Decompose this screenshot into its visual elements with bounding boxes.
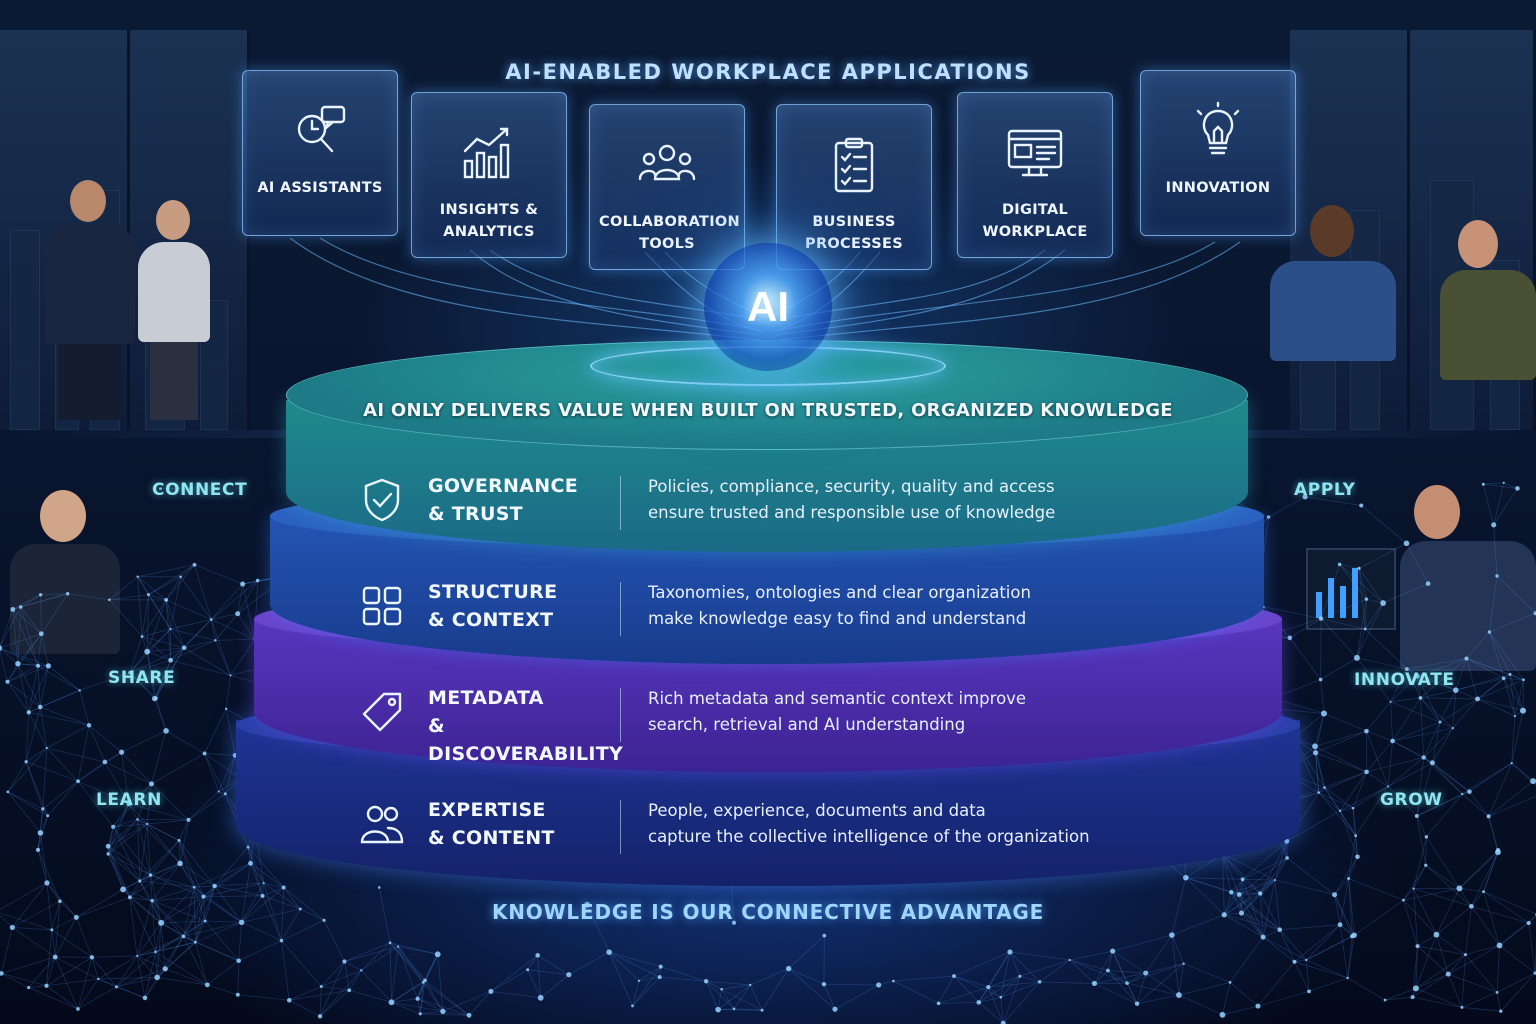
- person-man-gesturing: [1270, 205, 1400, 365]
- side-word-learn: LEARN: [96, 790, 162, 810]
- layer-description: Policies, compliance, security, quality …: [648, 477, 1056, 522]
- person-woman-laptop: [0, 490, 150, 660]
- grid-squares-icon: [362, 586, 402, 626]
- lightbulb-icon: [1196, 101, 1240, 155]
- people-group-icon: [638, 144, 696, 181]
- layer-title: GOVERNANCE& TRUST: [428, 475, 578, 525]
- layer-description: Rich metadata and semantic context impro…: [648, 689, 1027, 734]
- card-digital-workplace[interactable]: DIGITAL WORKPLACE: [957, 92, 1113, 258]
- side-word-innovate: INNOVATE: [1354, 670, 1455, 690]
- layer-divider: [620, 582, 621, 636]
- card-label: COLLABORATION TOOLS: [599, 214, 740, 252]
- layer-expertise: EXPERTISE& CONTENT People, experience, d…: [350, 794, 1150, 874]
- person-woman-tablet: [130, 200, 220, 420]
- ai-core-orb: AI: [704, 243, 832, 371]
- person-man-monitor: [1400, 485, 1536, 675]
- card-label: AI ASSISTANTS: [257, 180, 383, 196]
- two-people-icon: [360, 805, 404, 844]
- card-label: INSIGHTS & ANALYTICS: [439, 202, 539, 240]
- person-man-suit: [40, 180, 140, 420]
- card-ai-assistants[interactable]: AI ASSISTANTS: [242, 70, 398, 236]
- layer-divider: [620, 800, 621, 854]
- card-label: DIGITAL WORKPLACE: [982, 202, 1088, 240]
- layer-structure: STRUCTURE& CONTEXT Taxonomies, ontologie…: [350, 576, 1150, 656]
- desk-monitor: [1306, 548, 1396, 630]
- ai-core-label: AI: [747, 283, 789, 330]
- layer-title: EXPERTISE& CONTENT: [428, 799, 555, 849]
- layer-title: STRUCTURE& CONTEXT: [428, 581, 558, 631]
- bar-chart-trend-icon: [463, 127, 510, 179]
- card-innovation[interactable]: INNOVATION: [1140, 70, 1296, 236]
- shield-check-icon: [364, 478, 400, 522]
- card-label: BUSINESS PROCESSES: [805, 214, 903, 252]
- layer-divider: [620, 476, 621, 530]
- layer-divider: [620, 688, 621, 742]
- clipboard-checklist-icon: [834, 137, 874, 193]
- card-insights-analytics[interactable]: INSIGHTS & ANALYTICS: [411, 92, 567, 258]
- person-woman-seated: [1430, 220, 1536, 390]
- core-tagline: AI ONLY DELIVERS VALUE WHEN BUILT ON TRU…: [363, 400, 1173, 421]
- magnifier-chat-icon: [297, 105, 346, 153]
- side-word-connect: CONNECT: [152, 480, 248, 500]
- side-word-share: SHARE: [108, 668, 176, 688]
- footer-tagline: KNOWLEDGE IS OUR CONNECTIVE ADVANTAGE: [491, 900, 1045, 924]
- layer-title: METADATA& DISCOVERABILITY: [428, 687, 624, 765]
- card-label: INNOVATION: [1165, 180, 1271, 196]
- layer-description: Taxonomies, ontologies and clear organiz…: [648, 583, 1031, 628]
- layer-governance: GOVERNANCE& TRUST Policies, compliance, …: [350, 470, 1150, 550]
- side-word-grow: GROW: [1380, 790, 1443, 810]
- header-title: AI-ENABLED WORKPLACE APPLICATIONS: [505, 60, 1031, 84]
- layer-metadata: METADATA& DISCOVERABILITY Rich metadata …: [350, 682, 1150, 765]
- side-word-apply: APPLY: [1294, 480, 1356, 500]
- card-collaboration-tools[interactable]: COLLABORATION TOOLS: [589, 104, 745, 270]
- card-business-processes[interactable]: BUSINESS PROCESSES: [776, 104, 932, 270]
- monitor-dashboard-icon: [1007, 129, 1063, 177]
- tag-icon: [362, 692, 402, 732]
